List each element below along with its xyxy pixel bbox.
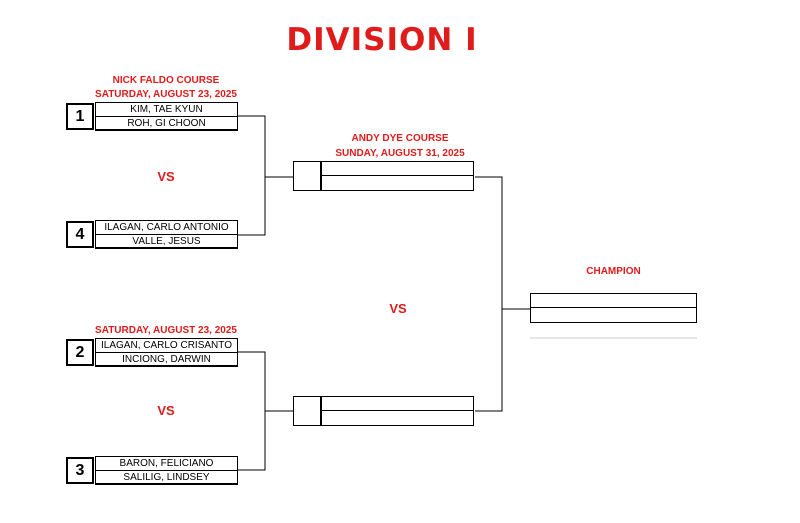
connector-seed4 <box>238 177 266 236</box>
player-name: ROH, GI CHOON <box>95 117 238 131</box>
finalist-slot <box>321 161 474 176</box>
player-name: BARON, FELICIANO <box>95 456 238 471</box>
final-date: SUNDAY, AUGUST 31, 2025 <box>335 148 465 159</box>
round1-top-date: SATURDAY, AUGUST 23, 2025 <box>95 89 237 100</box>
champion-slot <box>530 293 697 308</box>
seed-number: 2 <box>66 339 94 366</box>
player-name: ILAGAN, CARLO CRISANTO <box>95 338 238 353</box>
finalist-slot <box>321 411 474 426</box>
champion-slot <box>530 308 697 323</box>
final-vs-label: VS <box>389 301 407 316</box>
seed-number: 3 <box>66 457 94 484</box>
page-title: DIVISION I <box>286 22 478 58</box>
connector-seed1 <box>238 115 293 178</box>
champion-label: CHAMPION <box>586 266 641 277</box>
player-name: INCIONG, DARWIN <box>95 353 238 367</box>
connector-seed2 <box>238 351 293 412</box>
vs-label: VS <box>157 169 175 184</box>
final-course: ANDY DYE COURSE <box>351 133 449 144</box>
seed-number: 1 <box>66 103 94 130</box>
seed-number: 4 <box>66 221 94 248</box>
finalist-seed-box <box>293 396 321 426</box>
connector-finalist-top <box>475 176 530 310</box>
connector-finalist-bottom <box>475 309 503 412</box>
finalist-seed-box <box>293 161 321 191</box>
round1-top-course: NICK FALDO COURSE <box>112 75 220 86</box>
player-name: SALILIG, LINDSEY <box>95 471 238 485</box>
player-name: VALLE, JESUS <box>95 235 238 249</box>
finalist-slot <box>321 176 474 191</box>
finalist-slot <box>321 396 474 411</box>
round1-bottom-date: SATURDAY, AUGUST 23, 2025 <box>95 325 237 336</box>
player-name: ILAGAN, CARLO ANTONIO <box>95 220 238 235</box>
vs-label: VS <box>157 403 175 418</box>
player-name: KIM, TAE KYUN <box>95 102 238 117</box>
connector-seed3 <box>238 411 266 471</box>
